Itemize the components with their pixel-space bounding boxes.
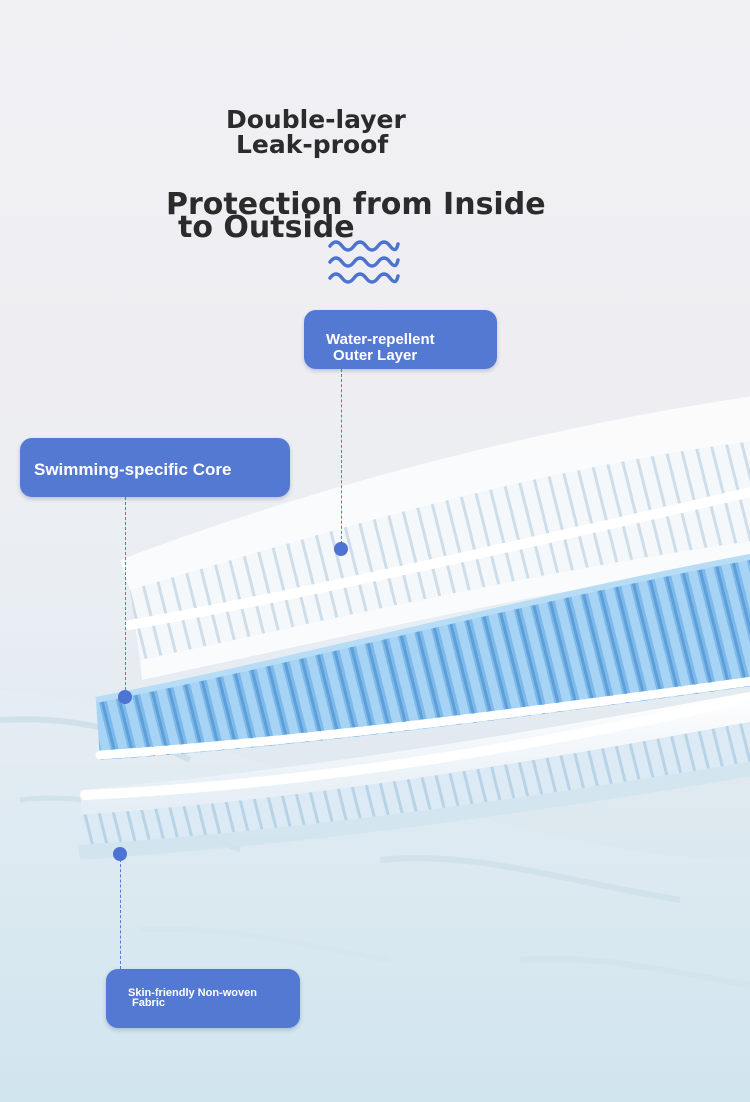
fabric-label-line-1: Skin-friendly Non-woven [128, 987, 257, 999]
outer-layer [125, 441, 750, 680]
outer-label-line-1: Water-repellent [326, 331, 435, 348]
outer-layer-label: Water-repellent Outer Layer [304, 310, 497, 369]
fabric-leader-line [120, 854, 121, 969]
waves-icon [328, 240, 400, 284]
outer-label-line-2: Outer Layer [333, 347, 418, 364]
middle-layer [80, 691, 750, 815]
fabric-layer [76, 721, 750, 860]
core-marker-dot [118, 690, 132, 704]
core-label-text: Swimming-specific Core [34, 460, 232, 479]
fabric-marker-dot [113, 847, 127, 861]
core-layer [95, 553, 750, 760]
headline-line-3: Protection from Inside [166, 187, 546, 222]
headline-line-1: Double-layer [226, 105, 406, 134]
fabric-label-line-2: Fabric [132, 997, 166, 1009]
fabric-layer-label: Skin-friendly Non-woven Fabric [106, 969, 300, 1028]
core-leader-line [125, 497, 126, 695]
headline-line-4: to Outside [178, 210, 355, 245]
outer-leader-line [341, 369, 342, 549]
outer-marker-dot [334, 542, 348, 556]
core-layer-label: Swimming-specific Core [20, 438, 290, 497]
headline-line-2: Leak-proof [236, 130, 389, 159]
